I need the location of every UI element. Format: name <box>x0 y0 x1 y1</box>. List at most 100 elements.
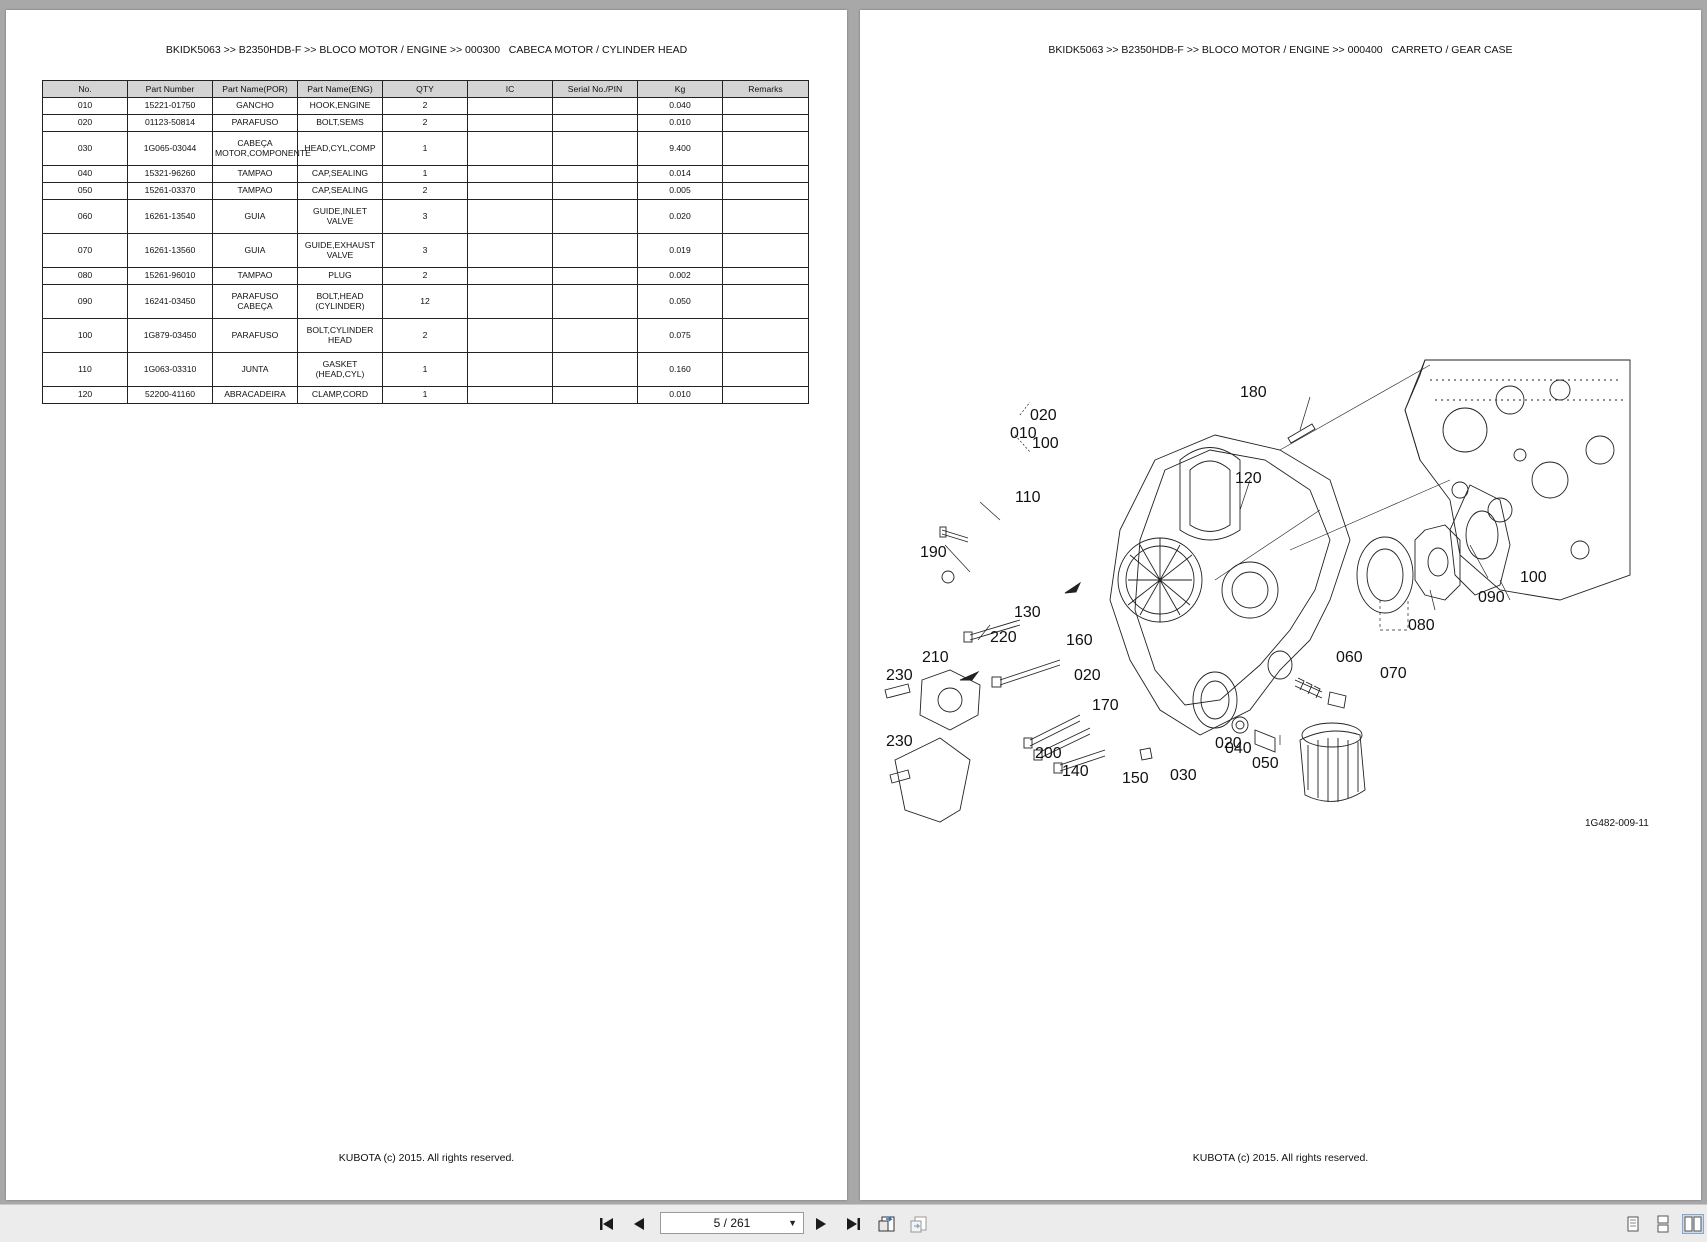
cell-no: 020 <box>42 114 128 132</box>
callout-label: 180 <box>1240 384 1267 401</box>
callout-label: 210 <box>922 649 949 666</box>
column-header: IC <box>467 80 553 98</box>
two-page-icon <box>1684 1216 1702 1232</box>
cell-qty: 1 <box>382 386 468 404</box>
drawing-id: 1G482-009-11 <box>1585 818 1649 829</box>
callout-label: 230 <box>886 667 913 684</box>
cell-name-eng: CLAMP,CORD <box>297 386 383 404</box>
cell-no: 090 <box>42 284 128 319</box>
cell-ic <box>467 165 553 183</box>
cell-ic <box>467 97 553 115</box>
cell-name-eng: HOOK,ENGINE <box>297 97 383 115</box>
cell-kg: 0.014 <box>637 165 723 183</box>
cell-name-por: JUNTA <box>212 352 298 387</box>
callout-label: 100 <box>1032 435 1059 452</box>
column-header: Kg <box>637 80 723 98</box>
stud-180-drawing <box>1287 423 1316 444</box>
cell-name-por: GUIA <box>212 233 298 268</box>
cell-name-eng: CAP,SEALING <box>297 165 383 183</box>
page-number-field[interactable]: 5 / 261 ▼ <box>660 1212 804 1234</box>
cell-remarks <box>722 352 809 387</box>
cell-no: 050 <box>42 182 128 200</box>
cell-name-por: TAMPAO <box>212 267 298 285</box>
cell-remarks <box>722 114 809 132</box>
cell-kg: 0.050 <box>637 284 723 319</box>
oil-filter-drawing <box>1299 730 1366 802</box>
cell-part-number: 1G879-03450 <box>127 318 213 353</box>
diagram-callouts: 0100201001801201101901302202102301600201… <box>886 384 1547 787</box>
viewer-toolbar: 5 / 261 ▼ <box>0 1204 1707 1242</box>
single-page-view-button[interactable] <box>1622 1214 1644 1234</box>
callout-label: 020 <box>1030 407 1057 424</box>
cell-remarks <box>722 165 809 183</box>
callout-label: 020 <box>1215 735 1242 752</box>
cell-no: 070 <box>42 233 128 268</box>
outer-rotor-drawing <box>1356 536 1414 614</box>
cell-remarks <box>722 284 809 319</box>
column-header: Remarks <box>722 80 809 98</box>
next-page-icon <box>816 1218 826 1230</box>
last-page-button[interactable] <box>842 1214 864 1234</box>
cell-part-number: 16261-13560 <box>127 233 213 268</box>
right-page: BKIDK5063 >> B2350HDB-F >> BLOCO MOTOR /… <box>860 10 1701 1200</box>
sync-view-button[interactable] <box>876 1214 898 1234</box>
cell-part-number: 15221-01750 <box>127 97 213 115</box>
cell-part-number: 15261-03370 <box>127 182 213 200</box>
gear-case-exploded-diagram: 0100201001801201101901302202102301600201… <box>884 359 1649 829</box>
cell-qty: 1 <box>382 165 468 183</box>
callout-label: 090 <box>1478 589 1505 606</box>
cell-remarks <box>722 182 809 200</box>
copy-view-icon <box>910 1216 927 1233</box>
next-page-button[interactable] <box>810 1214 832 1234</box>
column-header: Serial No./PIN <box>552 80 638 98</box>
cell-no: 120 <box>42 386 128 404</box>
callout-label: 100 <box>1520 569 1547 586</box>
cell-qty: 12 <box>382 284 468 319</box>
copy-view-button[interactable] <box>908 1214 930 1234</box>
cell-no: 100 <box>42 318 128 353</box>
cell-name-por: TAMPAO <box>212 165 298 183</box>
two-page-view-button[interactable] <box>1682 1214 1704 1234</box>
left-page-header: BKIDK5063 >> B2350HDB-F >> BLOCO MOTOR /… <box>165 44 688 56</box>
page-indicator: 5 / 261 <box>713 1216 751 1230</box>
cell-part-number: 16261-13540 <box>127 199 213 234</box>
cell-no: 110 <box>42 352 128 387</box>
cell-serial <box>552 131 638 166</box>
cell-qty: 3 <box>382 199 468 234</box>
cell-name-eng: BOLT,SEMS <box>297 114 383 132</box>
cell-qty: 2 <box>382 114 468 132</box>
cell-part-number: 1G065-03044 <box>127 131 213 166</box>
cell-serial <box>552 267 638 285</box>
cell-part-number: 16241-03450 <box>127 284 213 319</box>
cell-kg: 0.010 <box>637 114 723 132</box>
sync-view-icon <box>878 1216 895 1232</box>
cell-ic <box>467 199 553 234</box>
cell-remarks <box>722 386 809 404</box>
cell-name-por: GUIA <box>212 199 298 234</box>
first-page-button[interactable] <box>596 1214 618 1234</box>
cell-ic <box>467 182 553 200</box>
cell-serial <box>552 318 638 353</box>
callout-label: 020 <box>1074 667 1101 684</box>
callout-label: 190 <box>920 544 947 561</box>
callout-label: 160 <box>1066 632 1093 649</box>
callout-label: 140 <box>1062 763 1089 780</box>
pump-plate-drawing <box>1449 484 1511 596</box>
cell-name-eng: GUIDE,INLET VALVE <box>297 199 383 234</box>
continuous-view-button[interactable] <box>1652 1214 1674 1234</box>
prev-page-button[interactable] <box>628 1214 650 1234</box>
cell-remarks <box>722 318 809 353</box>
cell-part-number: 01123-50814 <box>127 114 213 132</box>
cell-name-por: PARAFUSO CABEÇA <box>212 284 298 319</box>
chevron-down-icon[interactable]: ▼ <box>788 1218 797 1228</box>
cell-kg: 0.075 <box>637 318 723 353</box>
